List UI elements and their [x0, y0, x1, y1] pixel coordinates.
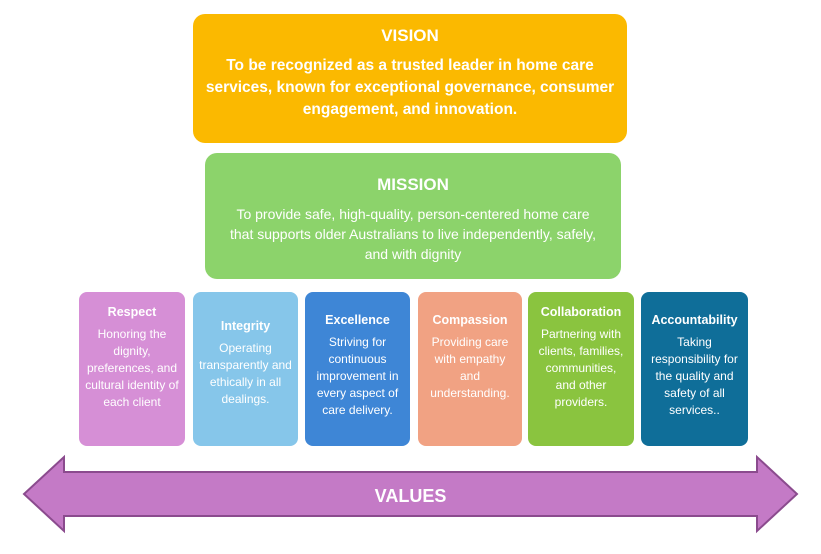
value-text-excellence: Striving for continuous improvement in e… [316, 335, 399, 417]
value-card-compassion: Compassion Providing care with empathy a… [418, 292, 522, 446]
value-card-accountability: Accountability Taking responsibility for… [641, 292, 748, 446]
value-text-compassion: Providing care with empathy and understa… [430, 335, 510, 400]
value-title-integrity: Integrity [220, 319, 271, 333]
values-arrow-shape [22, 454, 799, 534]
mission-title: MISSION [377, 175, 449, 194]
value-title-compassion: Compassion [432, 313, 508, 327]
vision-title: VISION [381, 26, 439, 45]
value-text-accountability: Taking responsibility for the quality an… [651, 335, 738, 417]
value-text-integrity: Operating transparently and ethically in… [199, 341, 292, 406]
vision-box: VISION To be recognized as a trusted lea… [193, 14, 627, 143]
value-card-respect: Respect Honoring the dignity, preference… [79, 292, 185, 446]
values-label: VALUES [374, 486, 447, 506]
mission-box: MISSION To provide safe, high-quality, p… [205, 153, 621, 279]
value-text-respect: Honoring the dignity, preferences, and c… [85, 327, 179, 409]
value-card-integrity: Integrity Operating transparently and et… [193, 292, 298, 446]
value-title-collaboration: Collaboration [540, 305, 622, 319]
mission-text: To provide safe, high-quality, person-ce… [229, 206, 597, 262]
value-card-collaboration: Collaboration Partnering with clients, f… [528, 292, 634, 446]
values-double-arrow [22, 454, 799, 534]
value-text-collaboration: Partnering with clients, families, commu… [538, 327, 624, 409]
value-title-respect: Respect [107, 305, 157, 319]
value-title-accountability: Accountability [651, 313, 738, 327]
value-card-excellence: Excellence Striving for continuous impro… [305, 292, 410, 446]
vision-text: To be recognized as a trusted leader in … [205, 57, 615, 118]
value-title-excellence: Excellence [325, 313, 390, 327]
